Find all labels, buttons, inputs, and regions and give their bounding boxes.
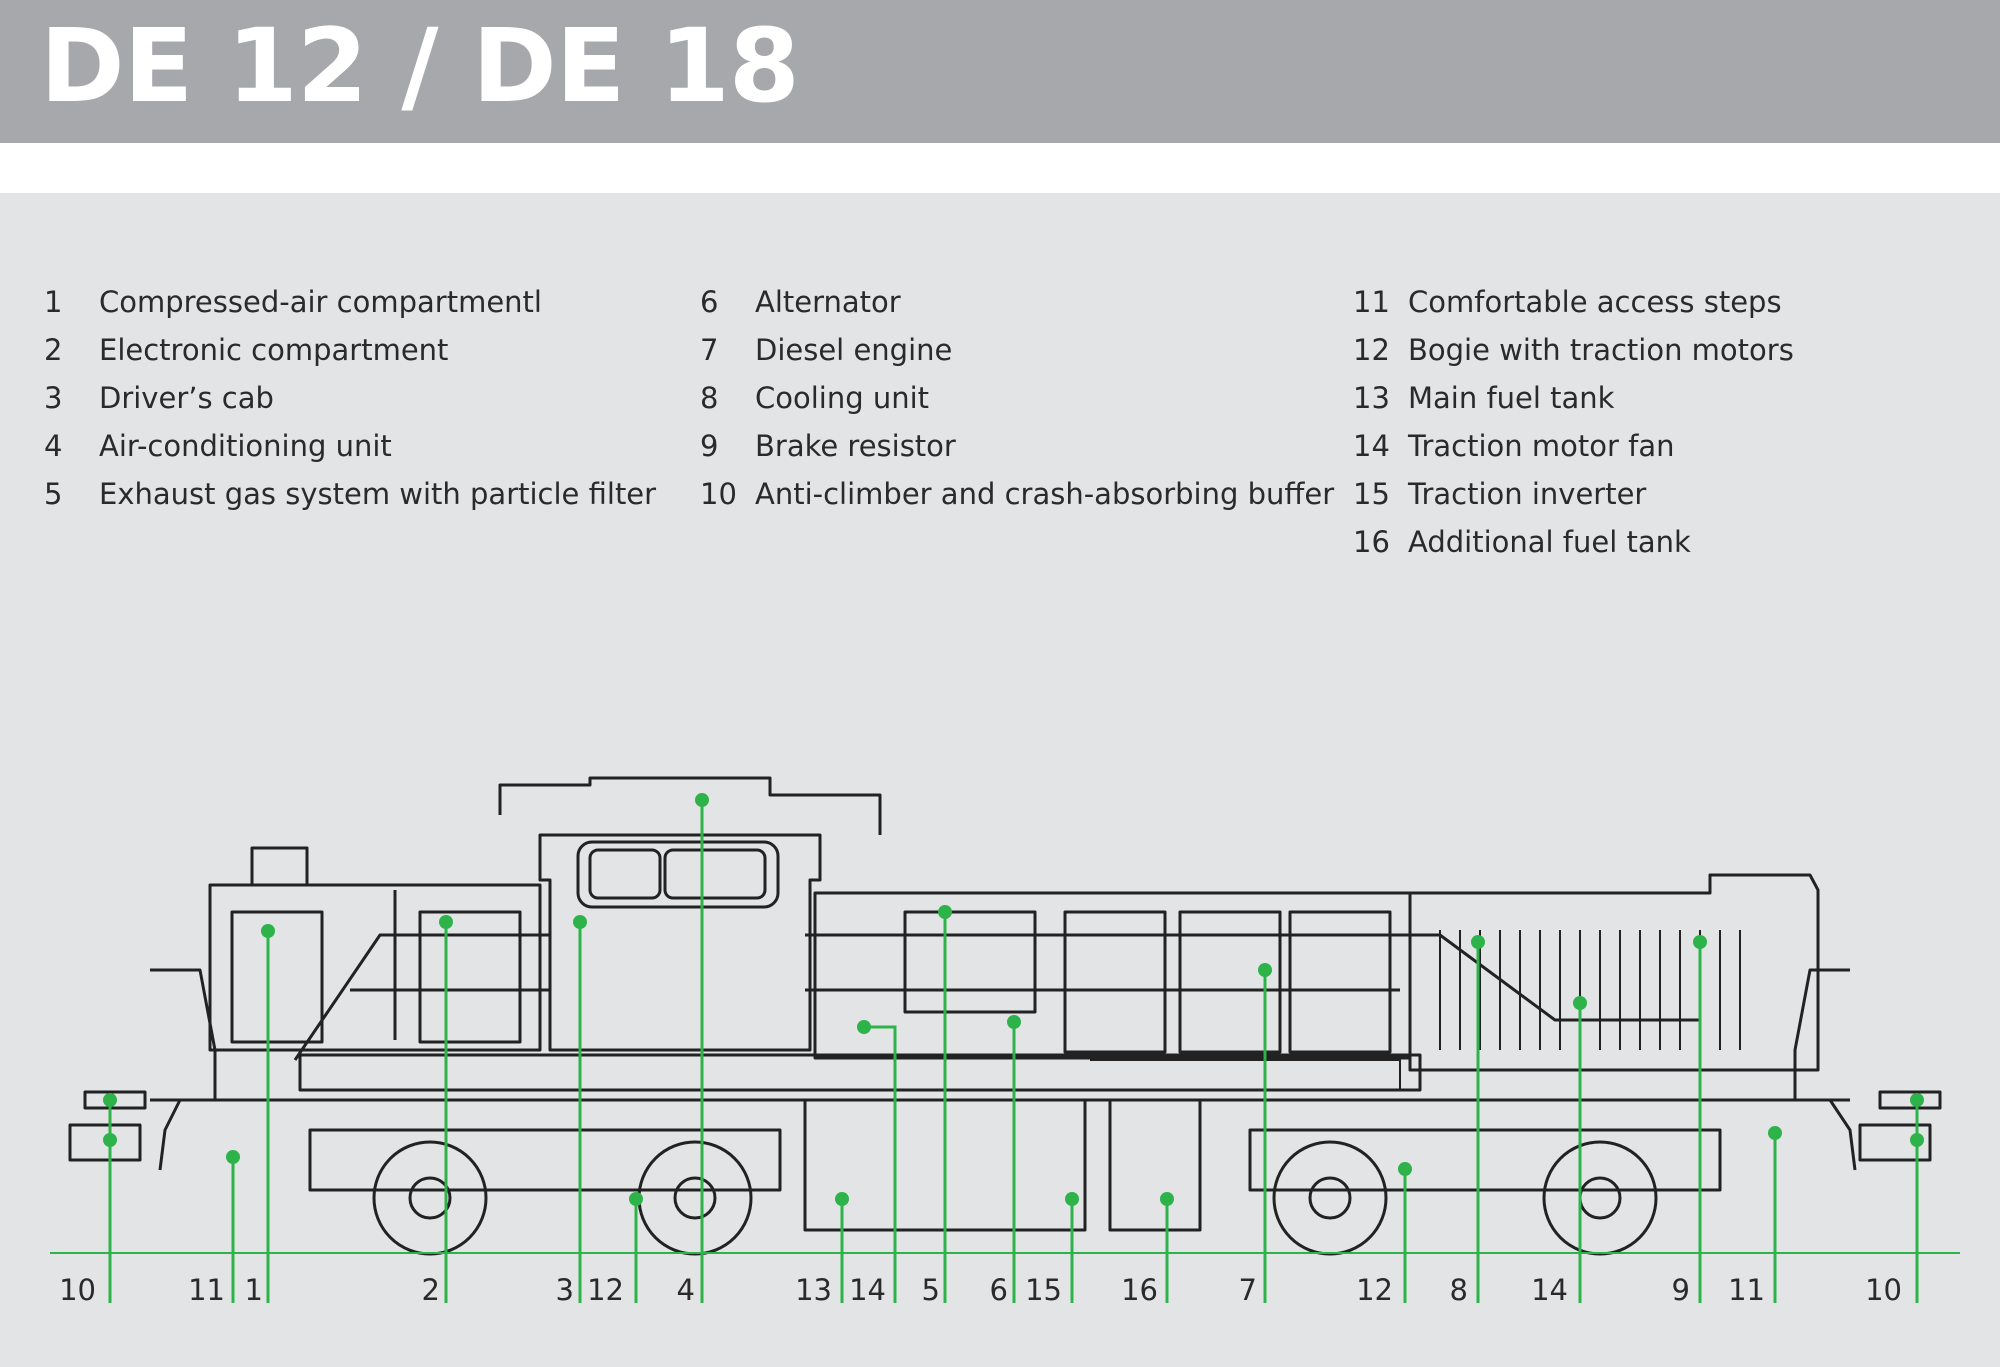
short-hood-door bbox=[230, 910, 324, 1044]
left-anticlimber bbox=[83, 1090, 147, 1110]
legend-number: 12 bbox=[1353, 333, 1390, 367]
callout-number: 6 bbox=[989, 1273, 1008, 1307]
wheel-hub bbox=[673, 1176, 717, 1220]
long-hood-door-3 bbox=[1178, 910, 1282, 1054]
legend-label: Comfortable access steps bbox=[1408, 285, 1782, 319]
legend-number: 11 bbox=[1353, 285, 1390, 319]
wheel-hub bbox=[1578, 1176, 1622, 1220]
legend-number: 4 bbox=[44, 429, 63, 463]
wheel bbox=[1542, 1140, 1658, 1256]
short-hood bbox=[208, 883, 542, 1052]
legend-number: 5 bbox=[44, 477, 63, 511]
legend-label: Bogie with traction motors bbox=[1408, 333, 1794, 367]
legend-number: 14 bbox=[1353, 429, 1390, 463]
right-bogie-frame bbox=[1248, 1128, 1722, 1192]
right-end-structure bbox=[1793, 968, 1857, 1171]
callout-number: 12 bbox=[587, 1273, 624, 1307]
left-end-structure bbox=[150, 968, 217, 1171]
callout-number: 4 bbox=[676, 1273, 695, 1307]
legend-label: Exhaust gas system with particle filter bbox=[99, 477, 657, 511]
legend-label: Brake resistor bbox=[755, 429, 956, 463]
title-bar: DE 12 / DE 18 bbox=[0, 0, 2000, 143]
legend-label: Cooling unit bbox=[755, 381, 930, 415]
cab-roof-outline bbox=[498, 776, 882, 835]
legend-label: Anti-climber and crash-absorbing buffer bbox=[755, 477, 1335, 511]
callout-number: 14 bbox=[849, 1273, 886, 1307]
legend-number: 15 bbox=[1353, 477, 1390, 511]
callout-number: 11 bbox=[188, 1273, 225, 1307]
legend-number: 6 bbox=[700, 285, 719, 319]
page-title: DE 12 / DE 18 bbox=[40, 7, 800, 126]
legend-label: Main fuel tank bbox=[1408, 381, 1615, 415]
legend-label: Traction inverter bbox=[1408, 477, 1647, 511]
callout-number: 12 bbox=[1356, 1273, 1393, 1307]
legend-number: 7 bbox=[700, 333, 719, 367]
callout-number: 3 bbox=[555, 1273, 574, 1307]
legend-number: 3 bbox=[44, 381, 63, 415]
legend-number: 9 bbox=[700, 429, 719, 463]
callout-leaders bbox=[103, 793, 1924, 1303]
callout-number: 10 bbox=[1865, 1273, 1902, 1307]
legend: 1 Compressed-air compartmentl 2 Electron… bbox=[0, 282, 2000, 582]
callout-number: 2 bbox=[421, 1273, 440, 1307]
handrail-right bbox=[805, 933, 1700, 1022]
wheel-hub bbox=[408, 1176, 452, 1220]
cab-window-right bbox=[663, 848, 767, 900]
callout-number: 14 bbox=[1531, 1273, 1568, 1307]
legend-number: 2 bbox=[44, 333, 63, 367]
callout-number: 16 bbox=[1121, 1273, 1158, 1307]
vent-strip bbox=[1090, 1059, 1401, 1091]
legend-label: Diesel engine bbox=[755, 333, 953, 367]
right-anticlimber bbox=[1878, 1090, 1942, 1110]
wheel bbox=[372, 1140, 488, 1256]
cab-body bbox=[538, 833, 822, 1052]
ac-unit bbox=[250, 846, 309, 887]
legend-label: Alternator bbox=[755, 285, 901, 319]
wheel-hub bbox=[1308, 1176, 1352, 1220]
legend-label: Traction motor fan bbox=[1408, 429, 1675, 463]
long-hood-door-2 bbox=[1063, 910, 1167, 1054]
wheel bbox=[1272, 1140, 1388, 1256]
legend-number: 1 bbox=[44, 285, 63, 319]
handrail-left bbox=[293, 933, 552, 1061]
legend-label: Electronic compartment bbox=[99, 333, 449, 367]
left-bogie-frame bbox=[308, 1128, 782, 1192]
callout-number: 1 bbox=[244, 1273, 263, 1307]
legend-label: Driver’s cab bbox=[99, 381, 274, 415]
short-hood-door-2 bbox=[418, 910, 522, 1044]
callout-number: 15 bbox=[1025, 1273, 1062, 1307]
frame bbox=[298, 1053, 1422, 1092]
callout-number: 13 bbox=[795, 1273, 832, 1307]
legend-number: 8 bbox=[700, 381, 719, 415]
wheel bbox=[637, 1140, 753, 1256]
long-hood-door bbox=[903, 910, 1037, 1014]
callout-number: 9 bbox=[1671, 1273, 1690, 1307]
legend-number: 10 bbox=[700, 477, 737, 511]
callout-number: 10 bbox=[59, 1273, 96, 1307]
callout-number: 5 bbox=[921, 1273, 940, 1307]
long-hood-door-4 bbox=[1288, 910, 1392, 1054]
legend-label: Air-conditioning unit bbox=[99, 429, 392, 463]
callout-number: 8 bbox=[1449, 1273, 1468, 1307]
locomotive-diagram bbox=[50, 776, 1960, 1303]
radiator-section bbox=[1408, 873, 1820, 1072]
cab-window-left bbox=[588, 848, 662, 900]
legend-label: Additional fuel tank bbox=[1408, 525, 1691, 559]
divider-band bbox=[0, 143, 2000, 193]
legend-number: 16 bbox=[1353, 525, 1390, 559]
right-buffer bbox=[1858, 1123, 1932, 1162]
legend-number: 13 bbox=[1353, 381, 1390, 415]
callout-number: 7 bbox=[1238, 1273, 1257, 1307]
radiator-grille bbox=[1439, 930, 1741, 1050]
additional-fuel-tank bbox=[1108, 1098, 1202, 1232]
left-buffer bbox=[68, 1123, 142, 1162]
cab-window bbox=[576, 840, 780, 909]
legend-label: Compressed-air compartmentl bbox=[99, 285, 542, 319]
callout-number: 11 bbox=[1728, 1273, 1765, 1307]
